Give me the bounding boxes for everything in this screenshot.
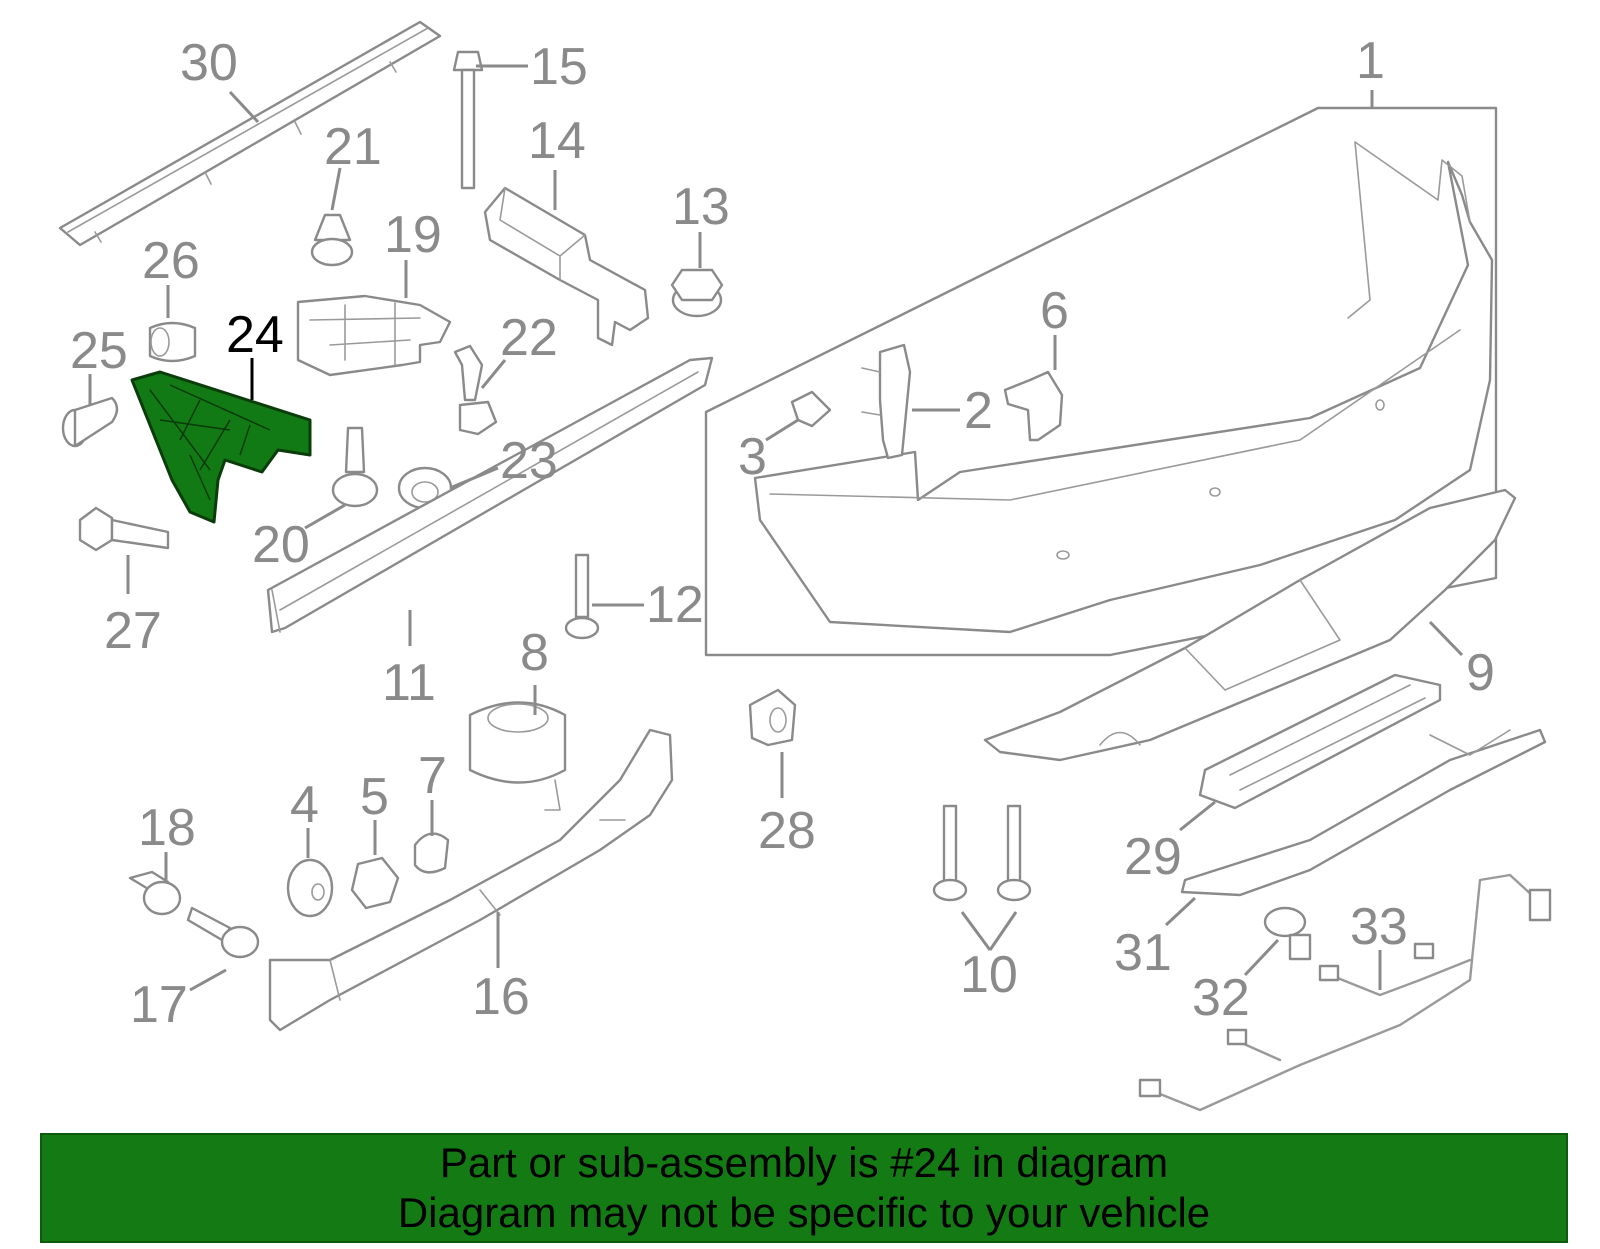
part-27-bolt	[78, 506, 170, 552]
callout-2: 2	[964, 382, 993, 440]
callout-5: 5	[360, 768, 389, 826]
callout-17: 17	[130, 976, 188, 1034]
leader-22	[480, 359, 507, 389]
part-28-clip	[748, 688, 797, 747]
part-26-grommet	[148, 321, 197, 363]
callout-29: 29	[1124, 828, 1182, 886]
part-25-pin	[61, 396, 119, 448]
part-1-bumper-cover	[704, 106, 1498, 657]
callout-12: 12	[646, 576, 704, 634]
leader-lines	[88, 64, 1464, 992]
part-21-clip	[310, 213, 354, 267]
part-31-strip	[1180, 728, 1547, 897]
leader-17	[189, 968, 227, 992]
part-9-lower-valance	[983, 488, 1517, 762]
callout-18: 18	[138, 799, 196, 857]
callout-7: 7	[418, 747, 447, 805]
part-22-push-pin	[453, 344, 498, 436]
part-12-bolt	[564, 553, 600, 640]
callout-23: 23	[500, 432, 558, 490]
callout-4: 4	[290, 776, 319, 834]
callout-14: 14	[528, 112, 586, 170]
callout-33: 33	[1350, 898, 1408, 956]
part-17-screw	[186, 906, 260, 959]
part-24-bracket-highlighted	[130, 370, 312, 524]
part-10-bolts	[932, 804, 1032, 902]
callout-30: 30	[180, 34, 238, 92]
banner-line-part-number: Part or sub-assembly is #24 in diagram	[439, 1139, 1169, 1186]
leader-23	[449, 466, 499, 490]
callout-21: 21	[324, 118, 382, 176]
part-15-bolt	[452, 50, 484, 190]
callout-labels: 1 2 3 4 5 6 7 8 9 10 11 12 13 14 15 16 1…	[70, 32, 1495, 1034]
part-info-banner: Part or sub-assembly is #24 in diagram D…	[40, 1133, 1568, 1243]
callout-22: 22	[500, 309, 558, 367]
leader-10	[960, 911, 1018, 951]
callout-6: 6	[1040, 282, 1069, 340]
part-6-bracket	[1003, 370, 1064, 442]
leader-29	[1179, 800, 1216, 832]
callout-27: 27	[104, 602, 162, 660]
part-19-bracket	[296, 294, 452, 377]
callout-3: 3	[738, 428, 767, 486]
callout-24-highlighted: 24	[226, 306, 284, 364]
part-13-nut	[670, 268, 724, 318]
callout-16: 16	[472, 968, 530, 1026]
leader-20	[304, 503, 346, 530]
part-3-clip	[790, 390, 832, 428]
parts-diagram: 1 2 3 4 5 6 7 8 9 10 11 12 13 14 15 16 1…	[58, 20, 1552, 1112]
part-11-reinforcement-beam	[266, 356, 714, 634]
part-2-bracket	[861, 343, 912, 460]
banner-line-disclaimer: Diagram may not be specific to your vehi…	[397, 1189, 1211, 1236]
leader-31	[1164, 896, 1197, 927]
part-4-grommet	[286, 858, 334, 918]
part-33-wiring-harness	[1138, 873, 1552, 1112]
leader-9	[1428, 620, 1464, 657]
part-5-nut	[350, 856, 400, 910]
callout-26: 26	[142, 232, 200, 290]
callout-8: 8	[520, 624, 549, 682]
part-20-screw	[331, 426, 379, 508]
callout-32: 32	[1192, 969, 1250, 1027]
part-8-module	[468, 701, 567, 811]
callout-10: 10	[960, 946, 1018, 1004]
part-18-clip	[128, 870, 182, 916]
callout-25: 25	[70, 322, 128, 380]
part-14-guide-bracket	[483, 186, 650, 347]
leader-21	[330, 167, 342, 211]
callout-20: 20	[252, 516, 310, 574]
callout-31: 31	[1114, 924, 1172, 982]
leader-32	[1243, 938, 1280, 977]
part-16-side-trim	[268, 728, 674, 1032]
callout-19: 19	[384, 206, 442, 264]
leader-30	[228, 90, 260, 124]
callout-28: 28	[758, 802, 816, 860]
callout-11: 11	[382, 654, 436, 712]
callout-1: 1	[1356, 32, 1385, 90]
leader-3	[765, 418, 799, 442]
callout-15: 15	[530, 38, 588, 96]
part-30-trim-strip	[58, 20, 442, 247]
part-7-nut	[413, 832, 450, 874]
callout-13: 13	[672, 178, 730, 236]
part-32-sensor	[1263, 906, 1312, 961]
part-29-panel	[1198, 673, 1442, 810]
callout-9: 9	[1466, 644, 1495, 702]
